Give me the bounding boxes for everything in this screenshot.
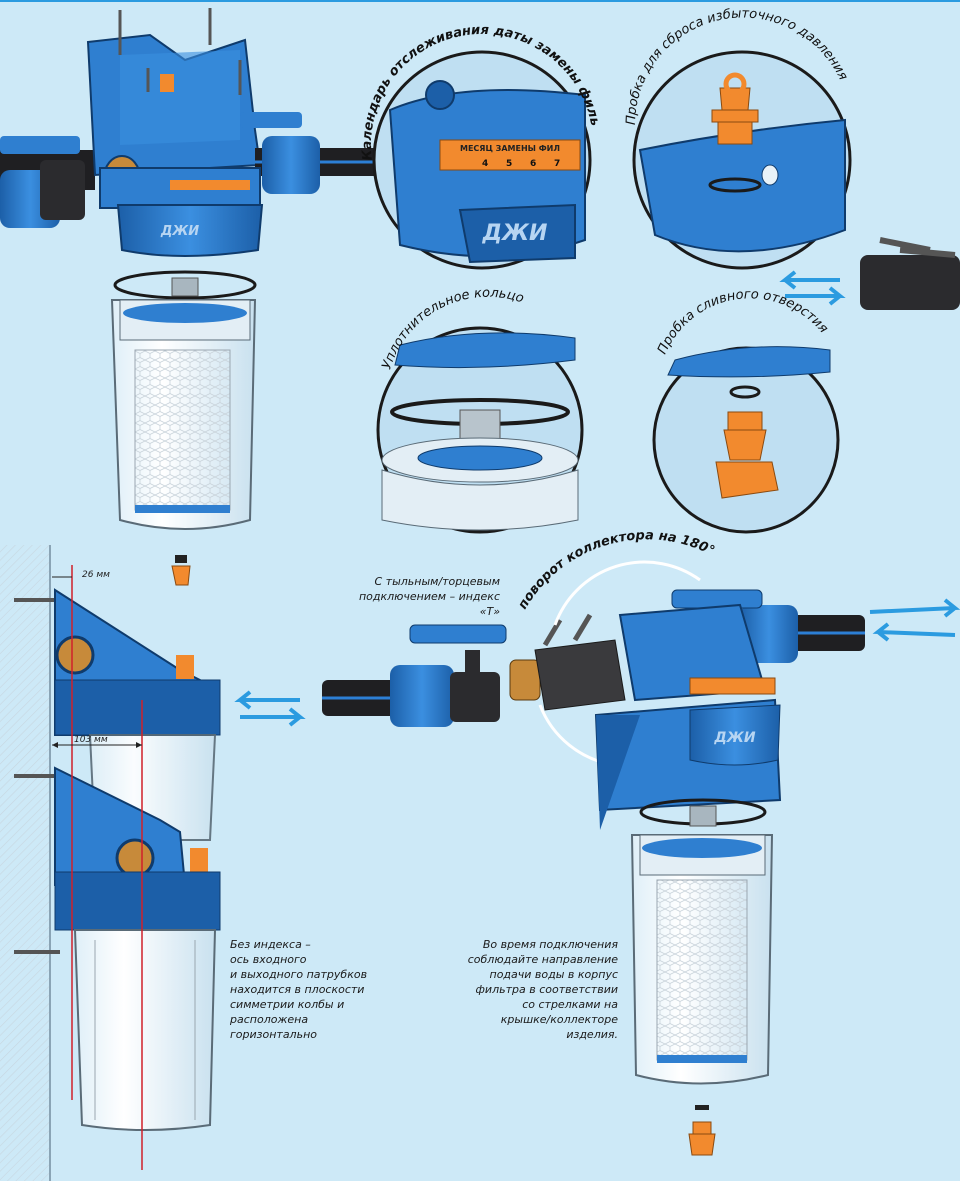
brand-logo-top: ДЖИ xyxy=(160,224,199,239)
no-index-note-line-6: расположена xyxy=(230,1013,309,1026)
calendar-plate-label: МЕСЯЦ ЗАМЕНЫ ФИЛ xyxy=(460,144,560,153)
flask-side xyxy=(73,929,217,1131)
no-index-note-line-5: симметрии колбы и xyxy=(230,998,345,1011)
calendar-digit: 5 xyxy=(506,159,512,169)
calendar-digit: 7 xyxy=(554,159,560,169)
flow-arrows-right xyxy=(869,598,960,642)
no-index-note-line-4: находится в плоскости xyxy=(230,983,365,996)
flow-direction-note: Во время подключения соблюдайте направлен… xyxy=(440,937,618,1042)
side-view-assembly xyxy=(0,545,221,1181)
flow-note-line-5: со стрелками на xyxy=(522,998,618,1011)
dimension-mid-label: 103 мм xyxy=(74,735,108,745)
rear-connection-note: С тыльным/торцевым подключением – индекс… xyxy=(350,574,500,619)
flow-arrows-top-right xyxy=(779,270,846,306)
rear-fitting-top xyxy=(860,237,960,310)
brand-logo-right: ДЖИ xyxy=(713,730,756,746)
flow-note-line-6: крышке/коллекторе xyxy=(500,1013,618,1026)
right-assembly: ДЖИ xyxy=(594,589,865,1156)
detail-seal-ring: Уплотнительное кольцо xyxy=(376,286,584,534)
no-index-note-line-2: ось входного xyxy=(230,953,307,966)
calendar-digit: 4 xyxy=(482,159,488,169)
no-index-note-line-7: горизонтально xyxy=(230,1028,317,1041)
flow-note-line-4: фильтра в соответствии xyxy=(475,983,618,996)
detail-relief-plug: Пробка для сброса избыточного давления xyxy=(624,6,852,270)
rear-connection-line-1: С тыльным/торцевым xyxy=(374,575,500,588)
brand-logo-calendar: ДЖИ xyxy=(482,221,548,246)
inlet-valve-assembly xyxy=(322,613,626,727)
o-ring-top xyxy=(113,270,257,300)
flow-note-line-3: подачи воды в корпус xyxy=(489,968,619,981)
no-index-note-line-3: и выходного патрубков xyxy=(230,968,368,981)
valve-handle-left xyxy=(0,136,80,154)
flow-note-line-1: Во время подключения xyxy=(482,938,618,951)
detail-drain-plug: Пробка сливного отверстия xyxy=(652,287,840,534)
top-assembly: ДЖИ xyxy=(0,8,375,586)
calendar-digits: 4 5 6 7 xyxy=(482,159,560,169)
flow-arrows-left xyxy=(234,690,306,727)
calendar-digit: 6 xyxy=(530,159,536,169)
flow-note-line-2: соблюдайте направление xyxy=(467,953,618,966)
flow-note-line-7: изделия. xyxy=(566,1028,618,1041)
no-index-note-line-1: Без индекса – xyxy=(230,938,311,951)
dimension-top-label: 26 мм xyxy=(82,570,110,580)
rear-connection-line-2: подключением – индекс «Т» xyxy=(358,590,500,618)
no-index-note: Без индекса – ось входного и выходного пат… xyxy=(230,937,400,1042)
